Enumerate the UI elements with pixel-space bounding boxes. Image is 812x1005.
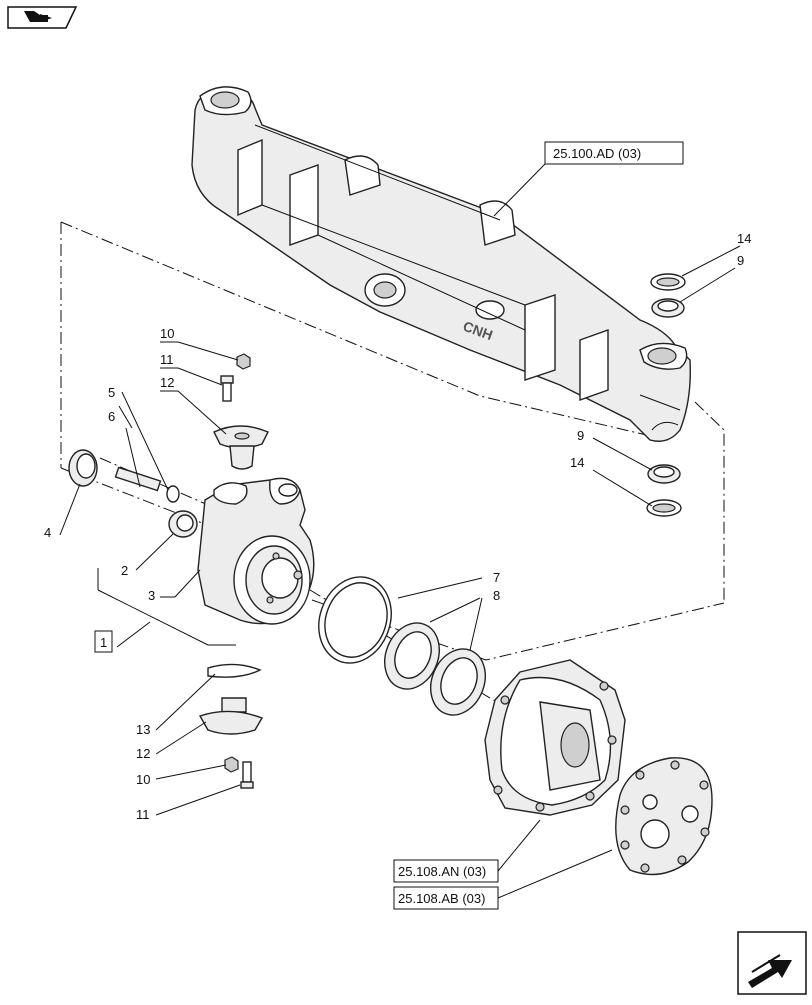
callout-10-lower[interactable]: 10 — [136, 772, 150, 787]
callout-9-lower[interactable]: 9 — [577, 428, 584, 443]
nut-10-lower — [224, 756, 239, 773]
bushing-2 — [168, 510, 198, 538]
planetary-cover — [615, 757, 713, 876]
callout-11-lower[interactable]: 11 — [136, 807, 150, 822]
king-pin-cap-12-upper — [213, 425, 269, 470]
next-page-arrow-icon[interactable] — [737, 931, 807, 995]
nut-10-upper — [236, 353, 251, 370]
bolt-11-lower — [240, 761, 254, 789]
wheel-hub — [484, 659, 626, 816]
washer-5 — [166, 485, 180, 503]
callout-12-lower[interactable]: 12 — [136, 746, 150, 761]
ref-planetary-label: 25.108.AB (03) — [398, 891, 485, 906]
callout-1[interactable]: 1 — [100, 635, 107, 650]
seal-14-lower — [646, 499, 682, 517]
book-arrow-icon[interactable] — [7, 6, 78, 29]
callout-10-upper[interactable]: 10 — [160, 326, 174, 341]
callout-12-upper[interactable]: 12 — [160, 375, 174, 390]
bolt-11-upper — [220, 375, 234, 402]
callout-7[interactable]: 7 — [493, 570, 500, 585]
ref-planetary-box[interactable]: 25.108.AB (03) — [393, 886, 499, 910]
shim-13 — [207, 663, 262, 678]
callout-8[interactable]: 8 — [493, 588, 500, 603]
ref-hub-label: 25.108.AN (03) — [398, 864, 486, 879]
seal-14-upper — [650, 273, 686, 291]
ref-axle-box[interactable]: 25.100.AD (03) — [544, 141, 684, 165]
bearing-9-upper — [651, 298, 685, 318]
bearing-9-lower — [647, 464, 681, 484]
callout-5[interactable]: 5 — [108, 385, 115, 400]
axle-housing: CNH — [191, 86, 691, 442]
callout-3[interactable]: 3 — [148, 588, 155, 603]
item-1-box[interactable] — [94, 630, 113, 653]
callout-14-upper[interactable]: 14 — [737, 231, 751, 246]
steering-knuckle-3 — [197, 477, 315, 625]
seal-4 — [68, 449, 98, 487]
callout-4[interactable]: 4 — [44, 525, 51, 540]
callout-11-upper[interactable]: 11 — [160, 352, 174, 367]
callout-9-upper[interactable]: 9 — [737, 253, 744, 268]
ref-hub-box[interactable]: 25.108.AN (03) — [393, 859, 499, 883]
king-pin-cap-12-lower — [198, 697, 264, 735]
callout-6[interactable]: 6 — [108, 409, 115, 424]
bearing-8-a — [384, 622, 440, 690]
bearing-8-b — [430, 648, 486, 716]
ring-7 — [318, 576, 392, 664]
ref-axle-label: 25.100.AD (03) — [553, 146, 641, 161]
callout-13[interactable]: 13 — [136, 722, 150, 737]
callout-14-lower[interactable]: 14 — [570, 455, 584, 470]
callout-2[interactable]: 2 — [121, 563, 128, 578]
